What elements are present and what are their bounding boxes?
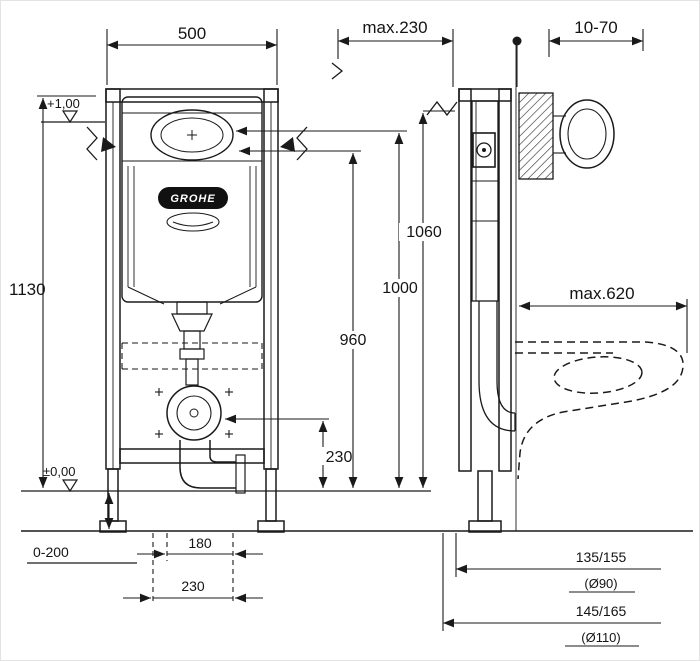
dim-d90-label: (Ø90) (584, 576, 617, 591)
fill-valve-block (472, 132, 496, 168)
dim-960-bg (331, 331, 375, 349)
dim-1060-label: 1060 (406, 224, 442, 241)
wall-break-marks (86, 62, 458, 161)
level-zero-label: ±0,00 (43, 464, 75, 479)
wall-and-plate (515, 45, 615, 531)
dim-max620-label: max.620 (569, 284, 634, 303)
dim-500-label: 500 (178, 24, 206, 43)
anchor-dot (512, 36, 522, 46)
front-view-drain (155, 385, 246, 494)
dim-135-155-label: 135/155 (576, 549, 627, 565)
dim-0-200-label: 0-200 (33, 544, 69, 560)
dim-1130 (37, 95, 96, 488)
outlet-flange (166, 385, 222, 441)
break-arrow-right (280, 137, 295, 152)
dim-outlet-230 (225, 414, 329, 488)
dim-500 (106, 29, 278, 85)
grohe-badge (158, 187, 228, 209)
dim-960 (239, 146, 361, 488)
dim-145-165 (442, 533, 661, 647)
level-zero (61, 479, 79, 493)
dim-10-70-label: 10-70 (574, 18, 617, 37)
dim-1000-bg (375, 279, 425, 297)
side-view-frame (458, 88, 512, 533)
dim-145-165-label: 145/165 (576, 603, 627, 619)
dim-1130-label: 1130 (9, 280, 46, 299)
dim-1000-label: 1000 (382, 280, 418, 297)
flange-screws (155, 388, 233, 438)
grohe-emblem (166, 212, 220, 232)
dim-max230-label: max.230 (362, 18, 427, 37)
dim-180-230 (123, 533, 263, 605)
level-plus-label: +1,00 (47, 96, 80, 111)
grohe-logo-text: GROHE (170, 193, 215, 205)
dim-d110-label: (Ø110) (581, 630, 621, 645)
dim-1060 (418, 110, 455, 488)
dim-outlet-230-label: 230 (326, 449, 353, 466)
dim-180-label: 180 (188, 535, 212, 551)
flush-actuator-oval (150, 109, 234, 161)
dim-1000 (236, 126, 407, 488)
front-view-cistern (121, 96, 263, 386)
break-arrow-left (101, 137, 116, 152)
dim-135-155 (455, 533, 661, 593)
side-view-cistern (471, 100, 516, 432)
side-outlet-elbow (478, 380, 516, 432)
wc-pan-dashed (515, 341, 684, 480)
dim-1060-bg (399, 223, 449, 241)
wall-section-hatched (518, 92, 554, 180)
dim-960-label: 960 (340, 332, 367, 349)
dim-230-bottom-label: 230 (181, 578, 205, 594)
drain-elbow (179, 440, 236, 489)
flush-plate-button (559, 99, 615, 169)
dim-10-70 (512, 29, 644, 87)
floor-lines (21, 490, 693, 564)
front-view-frame (99, 88, 285, 533)
level-plus-1 (41, 110, 105, 124)
dim-max230 (337, 29, 454, 87)
dim-max620 (519, 299, 688, 353)
